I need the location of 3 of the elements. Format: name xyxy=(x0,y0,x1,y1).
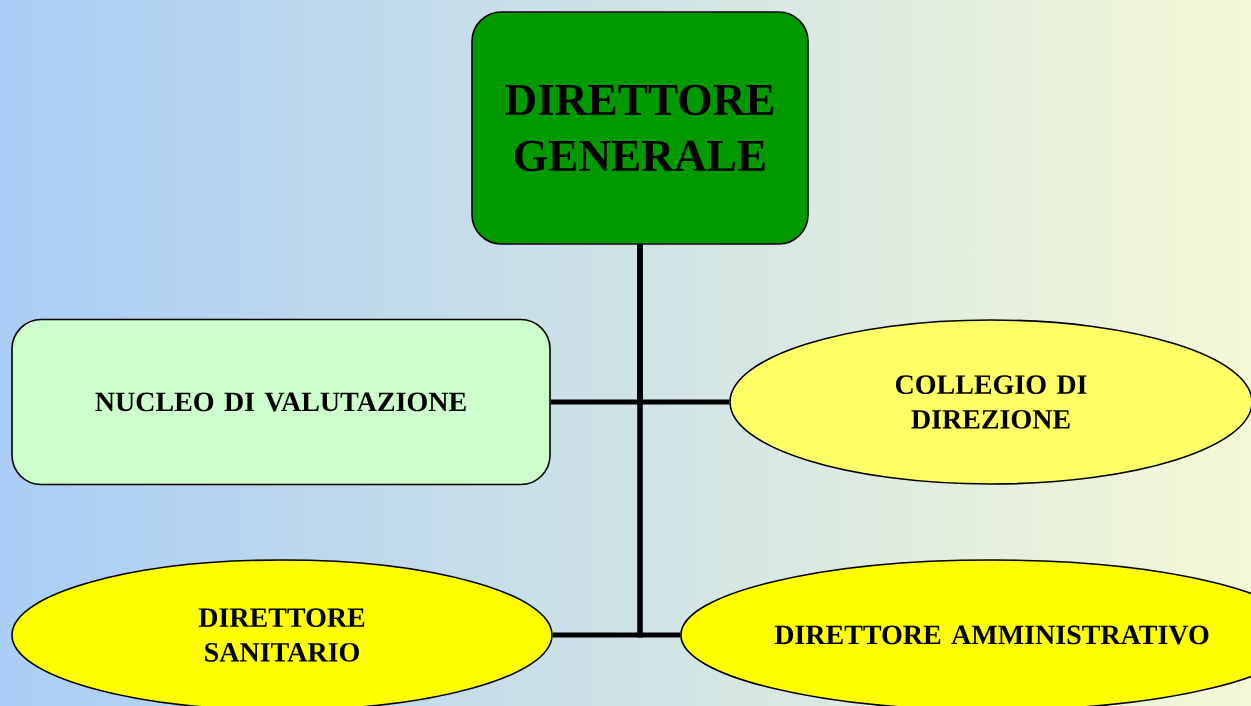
unit-box: NUCLEO DI VALUTAZIONE xyxy=(11,318,551,486)
title-box: DIRETTORE GENERALE xyxy=(471,11,809,245)
connector-line xyxy=(637,244,681,638)
